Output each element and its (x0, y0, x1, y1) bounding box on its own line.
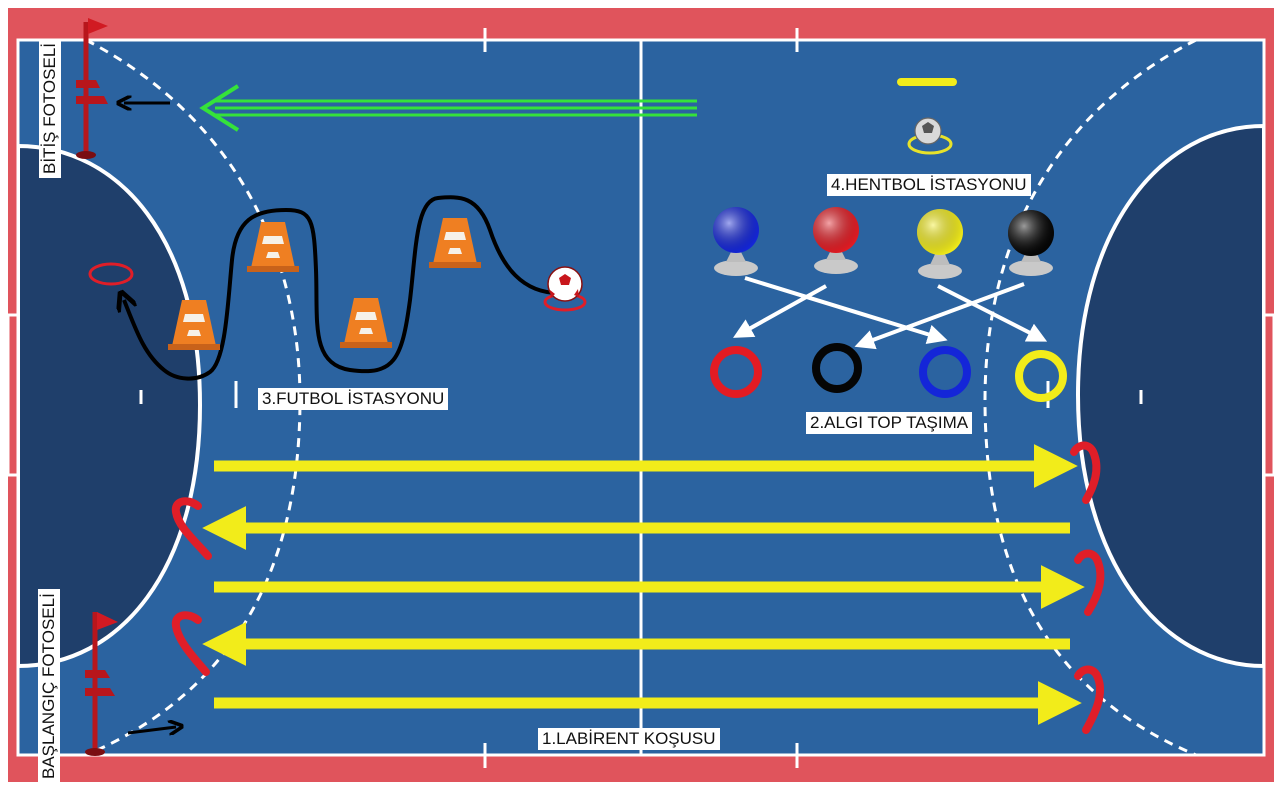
black-ball-icon (1008, 210, 1054, 276)
target-ring-icon (88, 262, 134, 286)
handball-marker (897, 78, 957, 86)
cone-icon (340, 298, 392, 348)
yellow-ring-icon (1015, 350, 1067, 402)
arrow-icon (733, 284, 827, 338)
hook-icon (171, 611, 210, 676)
hook-icon (1074, 665, 1105, 734)
algi-rings (710, 343, 1067, 402)
label-futbol: 3.FUTBOL İSTASYONU (258, 388, 449, 410)
right-goal (1262, 313, 1276, 477)
start-flag-pole-icon (85, 612, 118, 756)
label-bitis: BİTİŞ FOTOSELİ (39, 39, 61, 178)
right-penalty-area (1075, 123, 1264, 669)
algi-arrows (733, 276, 1048, 350)
arrow-icon (937, 284, 1048, 342)
left-goal (6, 313, 20, 477)
algi-balls (713, 207, 1054, 279)
green-finish-arrow (199, 84, 697, 132)
cone-icon (247, 222, 299, 272)
soccer-ball-icon (543, 266, 587, 312)
blue-ball-icon (713, 207, 759, 276)
cone-icon (429, 218, 481, 268)
label-algi: 2.ALGI TOP TAŞIMA (806, 412, 973, 434)
yellow-ball-icon (917, 209, 963, 279)
red-ring-icon (710, 346, 762, 398)
labyrinth-arrows (202, 444, 1085, 725)
turn-hooks (171, 441, 1105, 734)
blue-ring-icon (919, 346, 971, 398)
start-arrow-icon (127, 727, 176, 733)
label-baslangic: BAŞLANGIÇ FOTOSELİ (38, 589, 60, 783)
arrow-icon (854, 282, 1025, 350)
slalom-path (124, 195, 573, 381)
cone-icon (168, 300, 220, 350)
label-labirent: 1.LABİRENT KOŞUSU (538, 728, 720, 750)
cones (168, 218, 481, 350)
hook-icon (1074, 549, 1105, 616)
hook-icon (171, 497, 212, 560)
red-ball-icon (813, 207, 859, 274)
handball-icon (907, 117, 953, 155)
label-hentbol: 4.HENTBOL İSTASYONU (827, 174, 1031, 196)
black-ring-icon (812, 343, 862, 393)
finish-flag-pole-icon (76, 18, 108, 159)
hook-icon (1070, 441, 1101, 504)
